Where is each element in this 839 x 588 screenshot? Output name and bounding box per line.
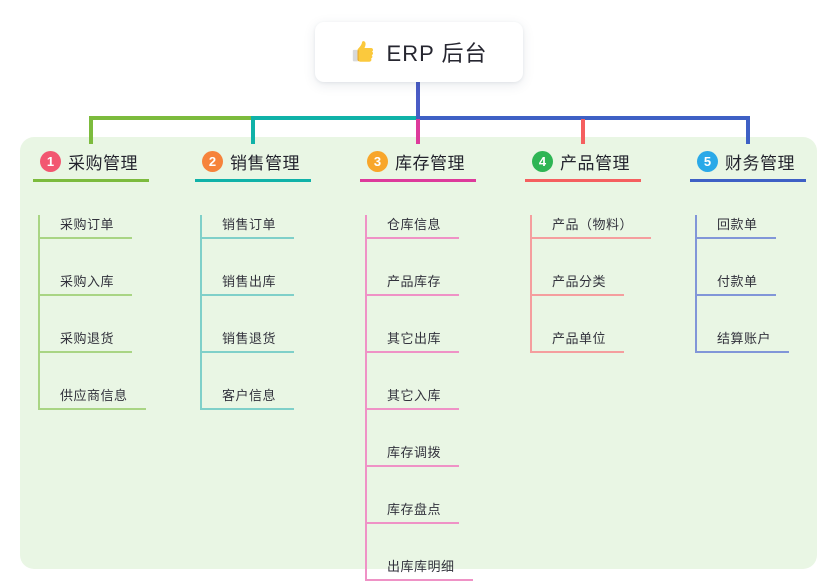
branch-title[interactable]: 1 采购管理	[33, 147, 149, 182]
branch-index-badge: 4	[532, 151, 553, 172]
bus-segment-left-inner	[251, 116, 416, 120]
child-node[interactable]: 销售出库	[202, 272, 295, 296]
branch-drop-line-2	[251, 119, 255, 144]
child-node[interactable]: 产品库存	[367, 272, 460, 296]
child-node[interactable]: 采购入库	[40, 272, 133, 296]
child-node[interactable]: 其它入库	[367, 386, 460, 410]
child-node[interactable]: 采购订单	[40, 215, 133, 239]
branch-1: 1 采购管理 采购订单采购入库采购退货供应商信息	[33, 147, 149, 410]
child-node[interactable]: 产品单位	[532, 329, 625, 353]
branch-title-label: 产品管理	[560, 154, 630, 173]
bus-segment-right	[416, 116, 750, 120]
thumbs-up-icon	[351, 39, 377, 65]
child-node[interactable]: 库存盘点	[367, 500, 460, 524]
root-connector-line	[416, 82, 420, 120]
branch-title-label: 采购管理	[68, 154, 138, 173]
branch-children: 销售订单销售出库销售退货客户信息	[200, 215, 311, 410]
branch-title[interactable]: 5 财务管理	[690, 147, 806, 182]
branch-children: 产品（物料） 产品分类产品单位	[530, 215, 652, 353]
branch-drop-line-5	[746, 119, 750, 144]
branch-drop-line-4	[581, 119, 585, 144]
child-node[interactable]: 产品（物料）	[532, 215, 652, 239]
branch-drop-line-1	[89, 119, 93, 144]
branch-4: 4 产品管理 产品（物料） 产品分类产品单位	[525, 147, 652, 353]
child-node[interactable]: 其它出库	[367, 329, 460, 353]
branch-5: 5 财务管理 回款单付款单结算账户	[690, 147, 806, 353]
branch-children: 采购订单采购入库采购退货供应商信息	[38, 215, 149, 410]
child-node[interactable]: 出库库明细	[367, 557, 473, 581]
child-node[interactable]: 回款单	[697, 215, 776, 239]
branch-index-badge: 5	[697, 151, 718, 172]
branch-drop-line-3	[416, 119, 420, 144]
child-node[interactable]: 采购退货	[40, 329, 133, 353]
mindmap-canvas-panel	[20, 137, 817, 569]
branch-title-label: 库存管理	[395, 154, 465, 173]
child-node[interactable]: 供应商信息	[40, 386, 146, 410]
child-node[interactable]: 产品分类	[532, 272, 625, 296]
branch-children: 回款单付款单结算账户	[695, 215, 806, 353]
branch-title[interactable]: 3 库存管理	[360, 147, 476, 182]
branch-title[interactable]: 2 销售管理	[195, 147, 311, 182]
branch-2: 2 销售管理 销售订单销售出库销售退货客户信息	[195, 147, 311, 410]
branch-title-label: 财务管理	[725, 154, 795, 173]
child-node[interactable]: 客户信息	[202, 386, 295, 410]
child-node[interactable]: 库存调拨	[367, 443, 460, 467]
child-node[interactable]: 销售订单	[202, 215, 295, 239]
branch-index-badge: 1	[40, 151, 61, 172]
child-node[interactable]: 付款单	[697, 272, 776, 296]
branch-3: 3 库存管理 仓库信息产品库存其它出库其它入库库存调拨库存盘点出库库明细	[360, 147, 476, 581]
bus-segment-left-outer	[89, 116, 253, 120]
child-node[interactable]: 结算账户	[697, 329, 790, 353]
root-node-label: ERP 后台	[386, 41, 488, 66]
branch-index-badge: 3	[367, 151, 388, 172]
child-node[interactable]: 仓库信息	[367, 215, 460, 239]
branch-children: 仓库信息产品库存其它出库其它入库库存调拨库存盘点出库库明细	[365, 215, 476, 581]
branch-index-badge: 2	[202, 151, 223, 172]
root-node[interactable]: ERP 后台	[315, 22, 523, 82]
branch-title[interactable]: 4 产品管理	[525, 147, 641, 182]
child-node[interactable]: 销售退货	[202, 329, 295, 353]
branch-title-label: 销售管理	[230, 154, 300, 173]
